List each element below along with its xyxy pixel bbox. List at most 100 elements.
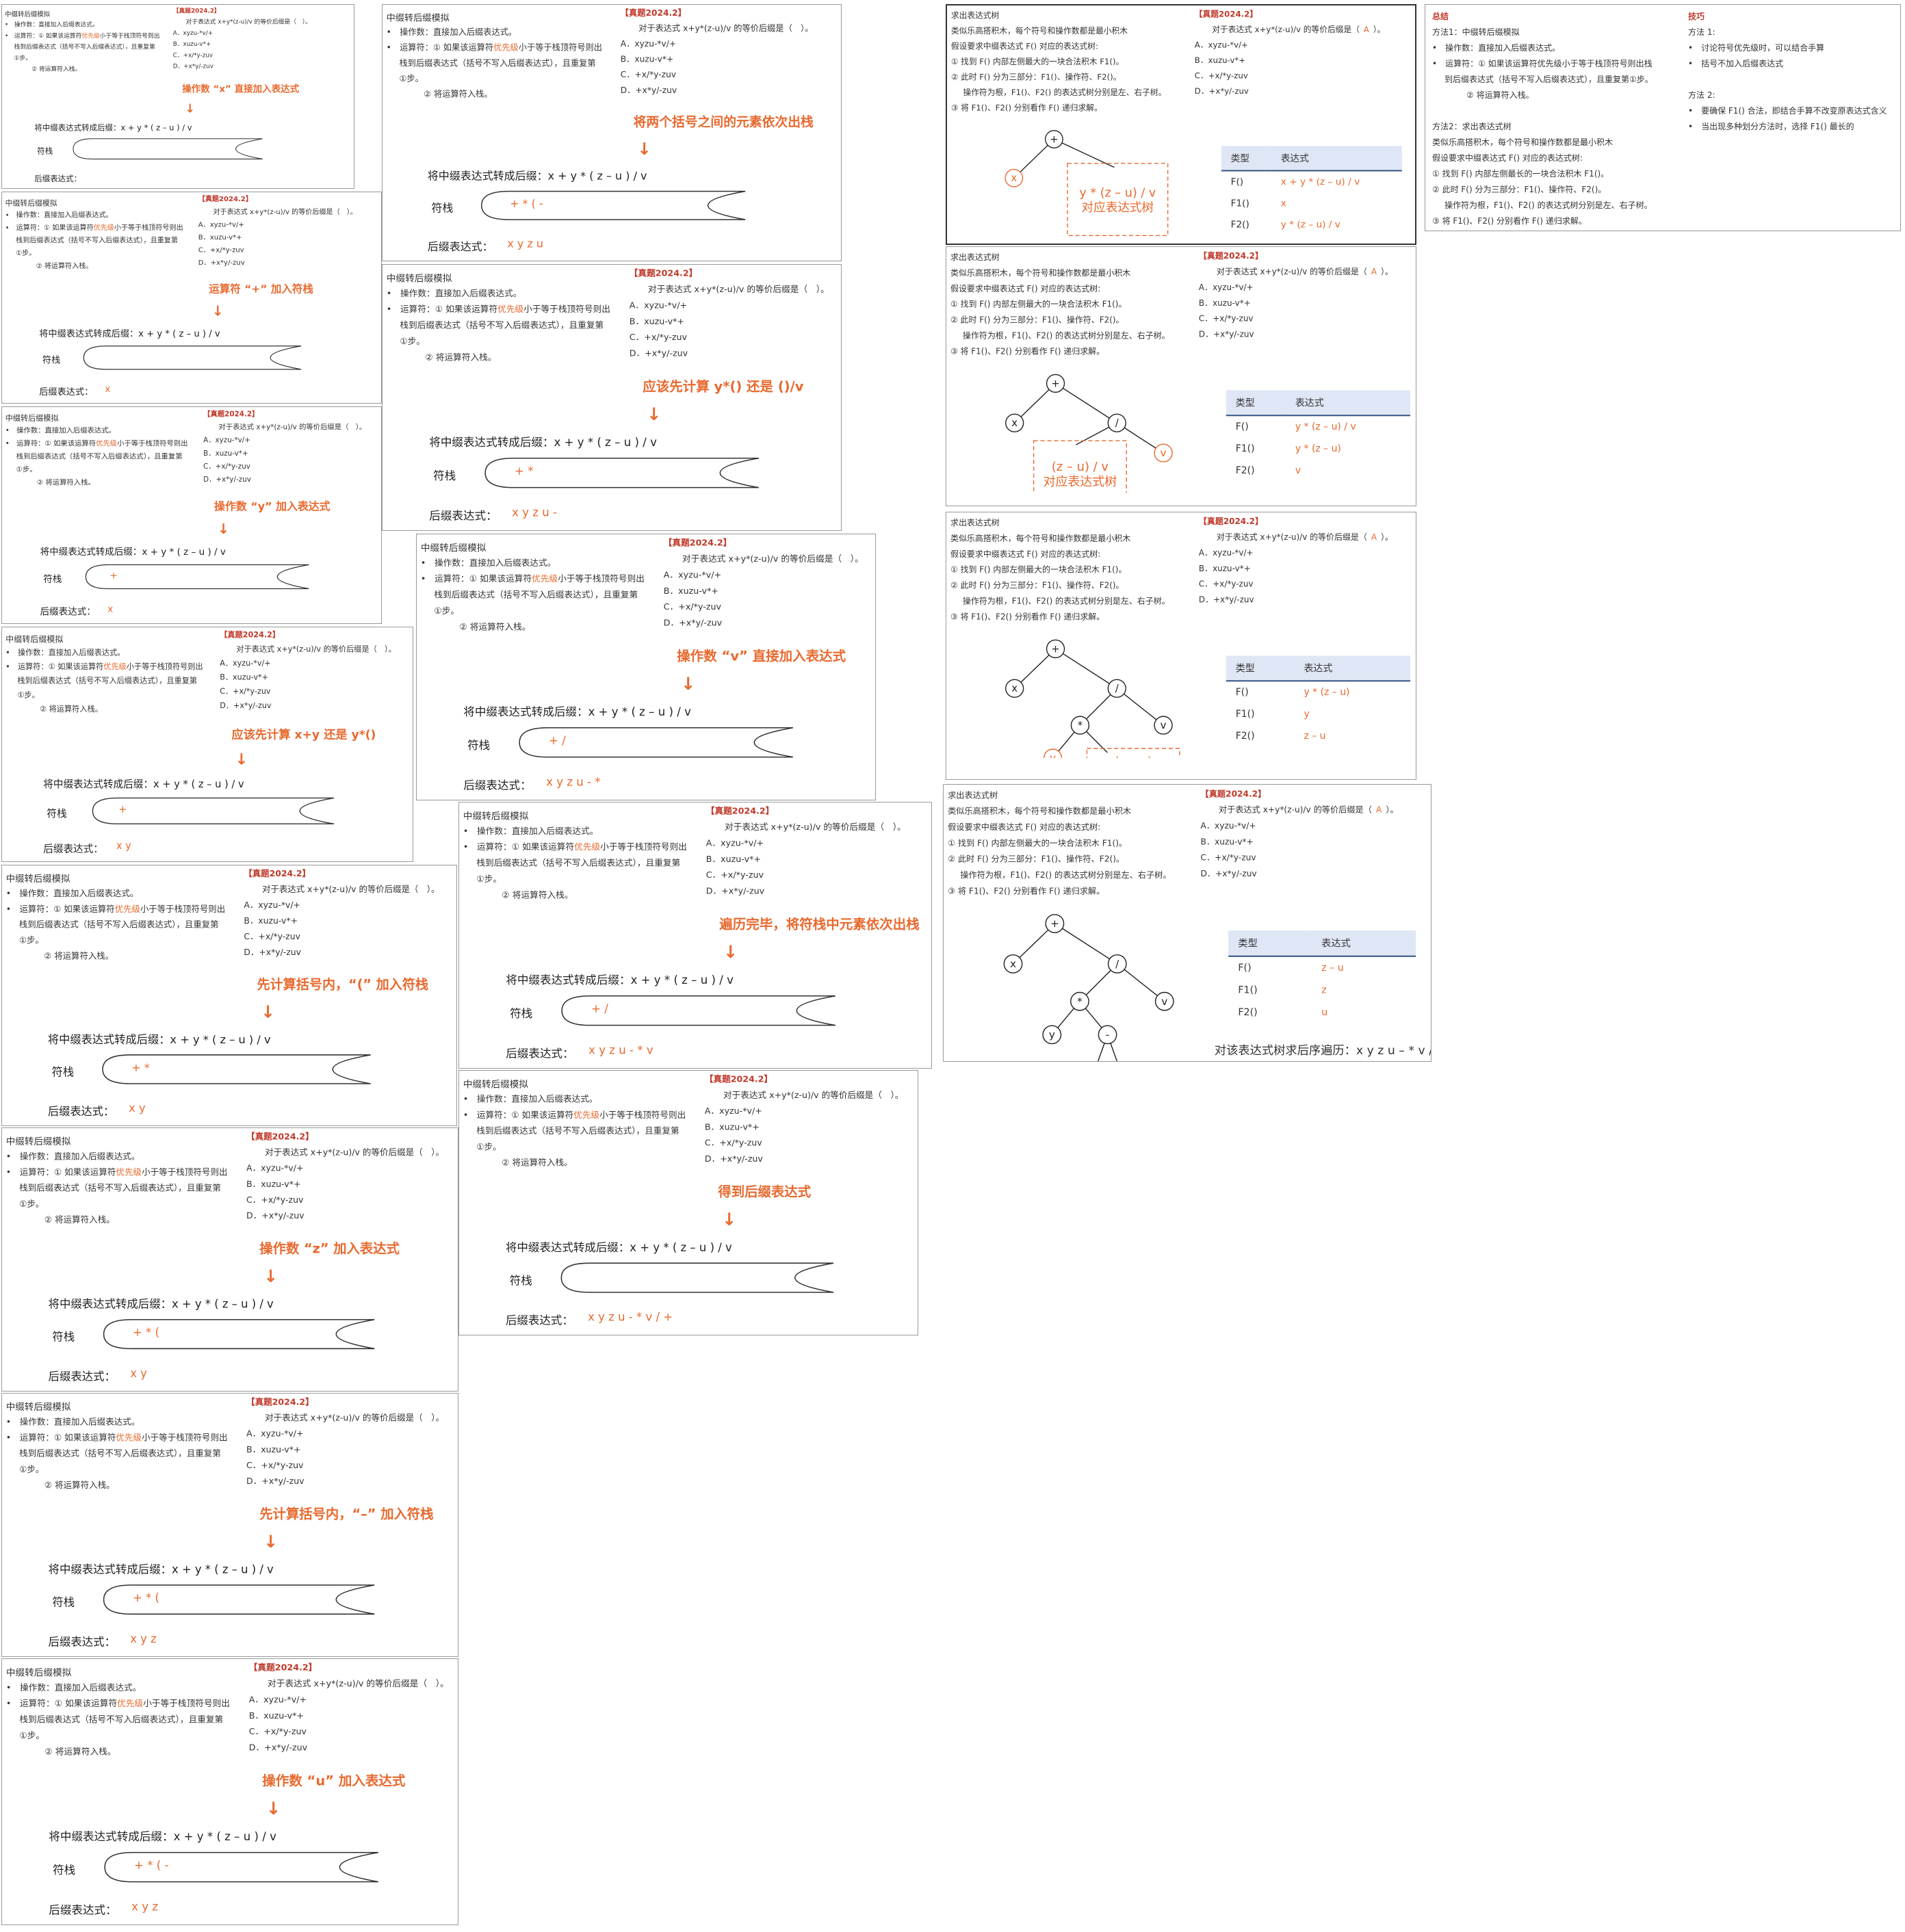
step-card: 中缀转后缀模拟 • 操作数：直接加入后缀表达式。 • 运算符：① 如果该运算符优…	[1, 192, 382, 404]
tip1-a: 讨论符号优先级时，可以结合手算	[1701, 43, 1825, 53]
step-card: 中缀转后缀模拟 • 操作数：直接加入后缀表达式。 • 运算符：① 如果该运算符优…	[1, 865, 457, 1126]
option-b: B．xuzu-v*+	[663, 586, 719, 597]
tree-card: 求出表达式树 类似乐高搭积木，每个符号和操作数都是最小积木 假设要求中缀表达式 …	[946, 512, 1416, 780]
option-d: D．+x*y/-zuv	[629, 348, 688, 359]
rule-priority: 优先级	[573, 1110, 600, 1121]
step-annotation: 运算符 “+” 加入符栈	[209, 282, 313, 296]
convert-label: 将中缀表达式转成后缀：x + y * ( z – u ) / v	[49, 1294, 274, 1311]
rule-operand: 操作数：直接加入后缀表达式。	[14, 21, 99, 29]
svg-text:x: x	[1011, 172, 1017, 184]
option-d: D．+x*y/-zuv	[1194, 86, 1249, 96]
option-b: B．xuzu-v*+	[629, 317, 685, 327]
option-d: D．+x*y/-zuv	[620, 86, 677, 96]
svg-text:*: *	[1077, 995, 1083, 1008]
infix-expression: x + y * ( z – u ) / v	[554, 436, 657, 450]
tree-node: /	[1107, 679, 1126, 698]
exam-question: 【真题2024.2】 对于表达式 x+y*(z-u)/v 的等价后缀是（ ）。 …	[630, 266, 829, 362]
rule-operand: 操作数：直接加入后缀表达式。	[19, 1417, 140, 1428]
tree-title: 求出表达式树	[948, 790, 998, 800]
stack-tube	[85, 564, 309, 590]
step-slide: 中缀转后缀模拟 • 操作数：直接加入后缀表达式。 • 运算符：① 如果该运算符优…	[2, 1128, 451, 1391]
row-f-value: x + y * (z – u) / v	[1280, 177, 1360, 187]
option-d: D．+x*y/-zuv	[246, 1476, 304, 1487]
question-text: 对于表达式 x+y*(z-u)/v 的等价后缀是（ ）。	[213, 208, 357, 216]
postfix-value: x y	[129, 1101, 146, 1115]
exam-question: 【真题2024.2】 对于表达式 x+y*(z-u)/v 的等价后缀是（ ）。 …	[705, 1072, 904, 1168]
rule-list: • 操作数：直接加入后缀表达式。 • 运算符：① 如果该运算符优先级小于等于栈顶…	[6, 1415, 228, 1494]
postfix-label: 后缀表达式：	[40, 606, 96, 618]
convert-label: 将中缀表达式转成后缀：x + y * ( z – u ) / v	[49, 1827, 276, 1844]
option-d: D．+x*y/-zuv	[244, 948, 302, 958]
rule-operator: 运算符：① 如果该运算符	[17, 662, 104, 672]
down-arrow-icon: ↓	[261, 1002, 275, 1023]
step-slide: 中缀转后缀模拟 • 操作数：直接加入后缀表达式。 • 运算符：① 如果该运算符优…	[2, 1659, 456, 1924]
option-c: C．+x/*y-zuv	[220, 687, 271, 696]
answer-value: A	[1371, 532, 1377, 542]
stack-tube	[102, 1054, 371, 1084]
exam-question: 【真题2024.2】 对于表达式 x+y*(z-u)/v 的等价后缀是（ ）。 …	[244, 867, 439, 961]
row-f: F()	[1235, 421, 1249, 433]
option-a: A．xyzu-*v/+	[1200, 820, 1256, 831]
method2-c: ① 找到 F() 内部左侧最长的一块合法积木 F1()。	[1432, 169, 1609, 179]
row-f-value: y * (z – u) / v	[1295, 421, 1356, 433]
infix-expression: x + y * ( z – u ) / v	[142, 547, 226, 558]
rule-push: ② 将运算符入栈。	[424, 90, 493, 100]
step-slide: 中缀转后缀模拟 • 操作数：直接加入后缀表达式。 • 运算符：① 如果该运算符优…	[459, 1071, 911, 1335]
exam-tag: 【真题2024.2】	[1194, 9, 1258, 19]
stack-contents: + * (	[133, 1326, 159, 1340]
rule-operator-line2: 栈到后缀表达式（括号不写入后缀表达式），且重复第	[434, 590, 638, 601]
infix-expression: x + y * ( z – u ) / v	[172, 1563, 274, 1577]
exam-tag: 【真题2024.2】	[220, 631, 281, 640]
method2-b: 假设要求中缀表达式 F() 对应的表达式树:	[1432, 153, 1583, 163]
postfix-value: x	[105, 384, 111, 395]
down-arrow-icon: ↓	[217, 521, 230, 538]
tree-node: /	[1107, 413, 1126, 432]
convert-label: 将中缀表达式转成后缀：x + y * ( z – u ) / v	[506, 1238, 732, 1254]
svg-text:+: +	[1050, 133, 1058, 145]
question-text: 对于表达式 x+y*(z-u)/v 的等价后缀是（ ）。	[265, 1413, 445, 1424]
col-expr: 表达式	[1294, 655, 1411, 682]
svg-text:v: v	[1161, 995, 1167, 1008]
infix-expression: x + y * ( z – u ) / v	[153, 779, 244, 791]
convert-label: 将中缀表达式转成后缀：x + y * ( z – u ) / v	[429, 433, 657, 450]
exam-question: 【真题2024.2】 对于表达式 x+y*(z-u)/v 的等价后缀是（ ）。 …	[249, 1660, 449, 1756]
tree-line6: ③ 将 F1()、F2() 分别看作 F() 递归求解。	[950, 346, 1105, 356]
exam-question: 【真题2024.2】 对于表达式 x+y*(z-u)/v 的等价后缀是（ ）。 …	[220, 629, 396, 714]
option-d: D．+x*y/-zuv	[248, 1742, 308, 1753]
tree-slide: 求出表达式树 类似乐高搭积木，每个符号和操作数都是最小积木 假设要求中缀表达式 …	[946, 512, 1416, 758]
method1-d: ② 将运算符入栈。	[1466, 90, 1534, 100]
postfix-value: x y z	[131, 1900, 159, 1914]
rule-operator: 运算符：① 如果该运算符	[20, 1699, 118, 1710]
rule-list: • 操作数：直接加入后缀表达式。 • 运算符：① 如果该运算符优先级小于等于栈顶…	[387, 25, 602, 103]
tree-card: 求出表达式树 类似乐高搭积木，每个符号和操作数都是最小积木 假设要求中缀表达式 …	[943, 784, 1431, 1062]
infix-expression: x + y * ( z – u ) / v	[630, 974, 734, 988]
rule-operator-line2: 栈到后缀表达式（括号不写入后缀表达式），且重复第	[19, 1714, 224, 1725]
step-annotation: 应该先计算 y*() 还是 ()/v	[643, 378, 804, 395]
tree-text: 求出表达式树 类似乐高搭积木，每个符号和操作数都是最小积木 假设要求中缀表达式 …	[950, 515, 1170, 625]
subtree-expr: y * (z – u) / v	[1079, 187, 1156, 200]
rule-push: ② 将运算符入栈。	[36, 262, 93, 270]
subtree-box	[1033, 440, 1127, 493]
rule-operator-cont: 小于等于栈顶符号则出	[140, 904, 226, 915]
subtree-expr: (z – u)	[1115, 755, 1152, 758]
convert-label: 将中缀表达式转成后缀：x + y * ( z – u ) / v	[49, 1560, 274, 1576]
postfix-value: x y z u	[507, 237, 544, 251]
rule-operand: 操作数：直接加入后缀表达式。	[435, 558, 556, 569]
rule-priority: 优先级	[117, 1699, 144, 1710]
rule-priority: 优先级	[93, 224, 114, 233]
exam-tag: 【真题2024.2】	[620, 8, 686, 18]
option-c: C．+x/*y-zuv	[203, 462, 250, 471]
method2-f: ③ 将 F1()、F2() 分别看作 F() 递归求解。	[1432, 216, 1587, 226]
tree-text: 求出表达式树 类似乐高搭积木，每个符号和操作数都是最小积木 假设要求中缀表达式 …	[950, 250, 1170, 360]
tree-line3: ① 找到 F() 内部左侧最大的一块合法积木 F1()。	[950, 299, 1127, 309]
rule-operand: 操作数：直接加入后缀表达式。	[19, 889, 139, 899]
question-end: ）。	[1386, 805, 1399, 815]
tree-edge	[1116, 688, 1164, 726]
stack-contents: + /	[549, 734, 566, 748]
option-d: D．+x*y/-zuv	[220, 701, 272, 711]
tree-line1: 类似乐高搭积木，每个符号和操作数都是最小积木	[950, 267, 1131, 278]
tree-line3: ① 找到 F() 内部左侧最大的一块合法积木 F1()。	[948, 838, 1128, 848]
tree-node: v	[1154, 443, 1173, 462]
option-c: C．+x/*y-zuv	[704, 1138, 762, 1149]
infix-expression: x + y * ( z – u ) / v	[170, 1033, 271, 1047]
